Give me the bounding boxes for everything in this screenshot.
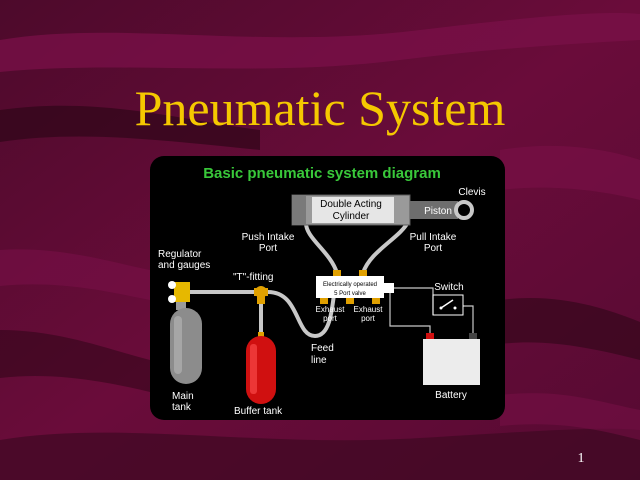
battery: [423, 333, 480, 385]
cylinder-label-line1: Double Acting: [320, 199, 382, 210]
feed-line-label-line1: Feed: [311, 343, 334, 354]
switch-label: Switch: [434, 282, 463, 293]
pneumatic-diagram: Basic pneumatic system diagram Double Ac…: [150, 156, 505, 420]
regulator-and-gauges: [168, 281, 190, 310]
pull-port-label-line2: Port: [424, 243, 443, 254]
air-tubes: [188, 220, 410, 339]
five-port-valve: [316, 270, 394, 304]
diagram-heading: Basic pneumatic system diagram: [203, 165, 441, 182]
battery-label: Battery: [435, 390, 467, 401]
main-tank: [170, 308, 202, 384]
buffer-tank: [246, 332, 276, 404]
regulator-label-line2: and gauges: [158, 260, 210, 271]
buffer-tank-label: Buffer tank: [234, 406, 283, 417]
exhaust-port-2-line2: port: [361, 314, 376, 323]
valve-label-line2: 5 Port valve: [334, 291, 366, 297]
tube-pull-port: [361, 220, 410, 275]
clevis-label: Clevis: [458, 187, 485, 198]
slide-title: Pneumatic System: [134, 80, 506, 136]
exhaust-port-1-line1: Exhaust: [316, 305, 346, 314]
exhaust-port-2-line1: Exhaust: [354, 305, 384, 314]
t-fitting: [254, 286, 268, 304]
regulator-label-line1: Regulator: [158, 249, 202, 260]
t-fitting-label: "T"-fitting: [233, 272, 273, 283]
feed-line-tube: [266, 284, 337, 339]
page-number: 1: [577, 451, 585, 466]
piston-label: Piston: [424, 206, 452, 217]
feed-line-label-line2: line: [311, 355, 327, 366]
main-tank-label-line1: Main: [172, 391, 194, 402]
clevis-ring: [454, 200, 474, 220]
wire-switch-battery: [463, 305, 474, 338]
push-port-label-line2: Port: [259, 243, 278, 254]
main-tank-label-line2: tank: [172, 402, 192, 413]
wire-valve-battery: [389, 290, 431, 338]
push-port-label-line1: Push Intake: [242, 232, 295, 243]
double-acting-cylinder: [291, 194, 474, 226]
valve-label-line1: Electrically operated: [323, 282, 377, 288]
switch-symbol: [432, 294, 464, 316]
cylinder-label-line2: Cylinder: [333, 211, 370, 222]
tube-push-port: [304, 220, 339, 275]
exhaust-port-1-line2: port: [323, 314, 338, 323]
pull-port-label-line1: Pull Intake: [410, 232, 457, 243]
